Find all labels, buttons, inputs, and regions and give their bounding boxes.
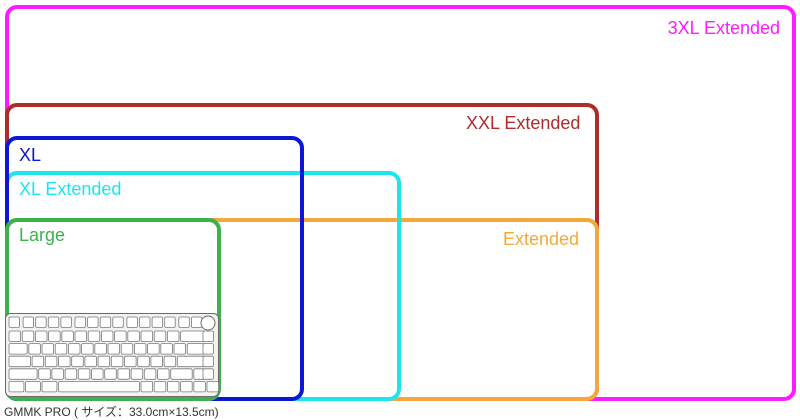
keyboard-key — [176, 355, 206, 368]
keyboard-key — [58, 381, 140, 393]
mat-xl-label: XL — [19, 145, 42, 165]
keyboard-key — [140, 381, 154, 393]
keyboard-key — [112, 316, 124, 328]
keyboard-key — [139, 316, 151, 328]
keyboard-key — [28, 343, 41, 355]
keyboard-key — [77, 368, 91, 380]
keyboard-key — [143, 368, 157, 380]
keyboard-key — [140, 330, 154, 342]
keyboard-key — [114, 330, 127, 342]
keyboard-key — [126, 316, 138, 328]
mat-large-label: Large — [19, 225, 66, 245]
keyboard-key — [74, 330, 88, 342]
mat-xxl-extended-label: XXL Extended — [466, 113, 581, 133]
keyboard-key — [38, 368, 51, 380]
keyboard-key — [74, 316, 86, 328]
keyboard-key — [133, 343, 147, 355]
keyboard-key — [173, 343, 187, 355]
keyboard-key — [202, 355, 214, 368]
keyboard-key — [8, 330, 22, 342]
keyboard-key — [34, 330, 48, 342]
keyboard-key — [166, 330, 180, 342]
keyboard-key — [180, 381, 193, 393]
keyboard-key — [147, 343, 160, 355]
keyboard-key — [8, 343, 28, 355]
keyboard-key — [157, 368, 170, 380]
keyboard-key — [202, 330, 214, 342]
keyboard-key — [87, 316, 99, 328]
keyboard-key — [166, 381, 180, 393]
keyboard-key — [47, 316, 60, 328]
keyboard-key — [81, 343, 94, 355]
keyboard-icon — [5, 313, 219, 397]
keyboard-key — [91, 368, 104, 380]
keyboard-key — [160, 343, 173, 355]
keyboard-key — [60, 316, 72, 328]
keyboard-key — [51, 368, 64, 380]
keyboard-key — [117, 368, 130, 380]
keyboard-key — [163, 355, 177, 368]
keyboard-key — [190, 316, 203, 328]
keyboard-key — [84, 355, 97, 368]
keyboard-key — [61, 330, 74, 342]
keyboard-key — [71, 355, 84, 368]
keyboard-key — [58, 355, 71, 368]
keyboard-key — [44, 355, 58, 368]
keyboard-key — [202, 343, 214, 355]
keyboard-key — [164, 316, 176, 328]
keyboard-key — [153, 330, 167, 342]
keyboard-key — [180, 330, 206, 342]
keyboard-key — [22, 316, 35, 328]
keyboard-key — [101, 330, 114, 342]
keyboard-key — [120, 343, 134, 355]
keyboard-key — [54, 343, 68, 355]
keyboard-key — [202, 368, 214, 380]
keyboard-key — [8, 355, 31, 368]
keyboard-key — [68, 343, 81, 355]
mat-xl-extended-label: XL Extended — [19, 179, 122, 199]
keyboard-key — [110, 355, 124, 368]
keyboard-key — [99, 316, 112, 328]
keyboard-key — [97, 355, 111, 368]
keyboard-key — [104, 368, 117, 380]
keyboard-key — [107, 343, 121, 355]
keyboard-key — [87, 330, 101, 342]
keyboard-key — [206, 381, 219, 393]
keyboard-key — [8, 381, 25, 393]
keyboard-key — [178, 316, 190, 328]
keyboard-key — [64, 368, 78, 380]
keyboard-key — [127, 330, 140, 342]
keyboard-key — [8, 368, 38, 380]
mat-3xl-extended-label: 3XL Extended — [667, 18, 780, 38]
mat-extended-label: Extended — [503, 229, 580, 249]
keyboard-caption: GMMK PRO ( サイズ：33.0cm×13.5cm) — [4, 405, 219, 419]
keyboard-key — [130, 368, 144, 380]
keyboard-key — [153, 381, 167, 393]
keyboard-key — [193, 381, 206, 393]
keyboard-key — [94, 343, 107, 355]
keyboard-key — [8, 316, 20, 328]
keyboard-key — [21, 330, 35, 342]
keyboard-key — [124, 355, 137, 368]
keyboard-key — [48, 330, 61, 342]
mat-large — [5, 218, 221, 401]
keyboard-key — [41, 381, 58, 393]
keyboard-key — [41, 343, 55, 355]
keyboard-key — [31, 355, 45, 368]
keyboard-key — [35, 316, 47, 328]
keyboard-key — [150, 355, 163, 368]
keyboard-key — [151, 316, 164, 328]
keyboard-key — [25, 381, 41, 393]
keyboard-key — [170, 368, 193, 380]
keyboard-key — [137, 355, 150, 368]
